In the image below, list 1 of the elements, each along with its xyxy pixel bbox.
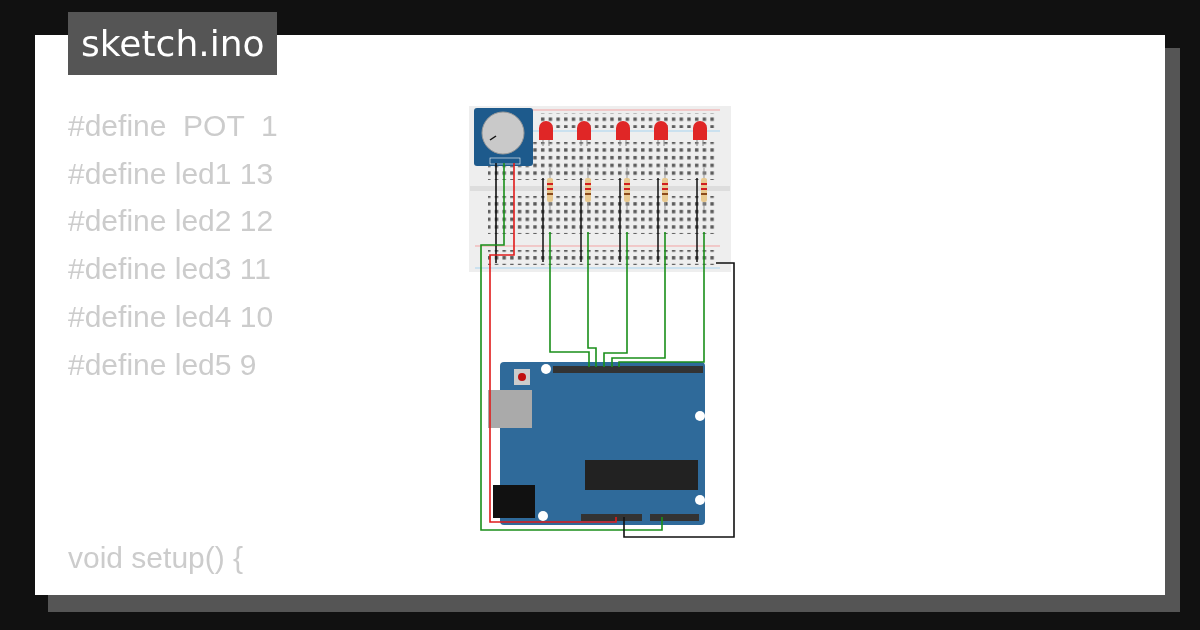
file-tab-title: sketch.ino bbox=[68, 12, 278, 75]
